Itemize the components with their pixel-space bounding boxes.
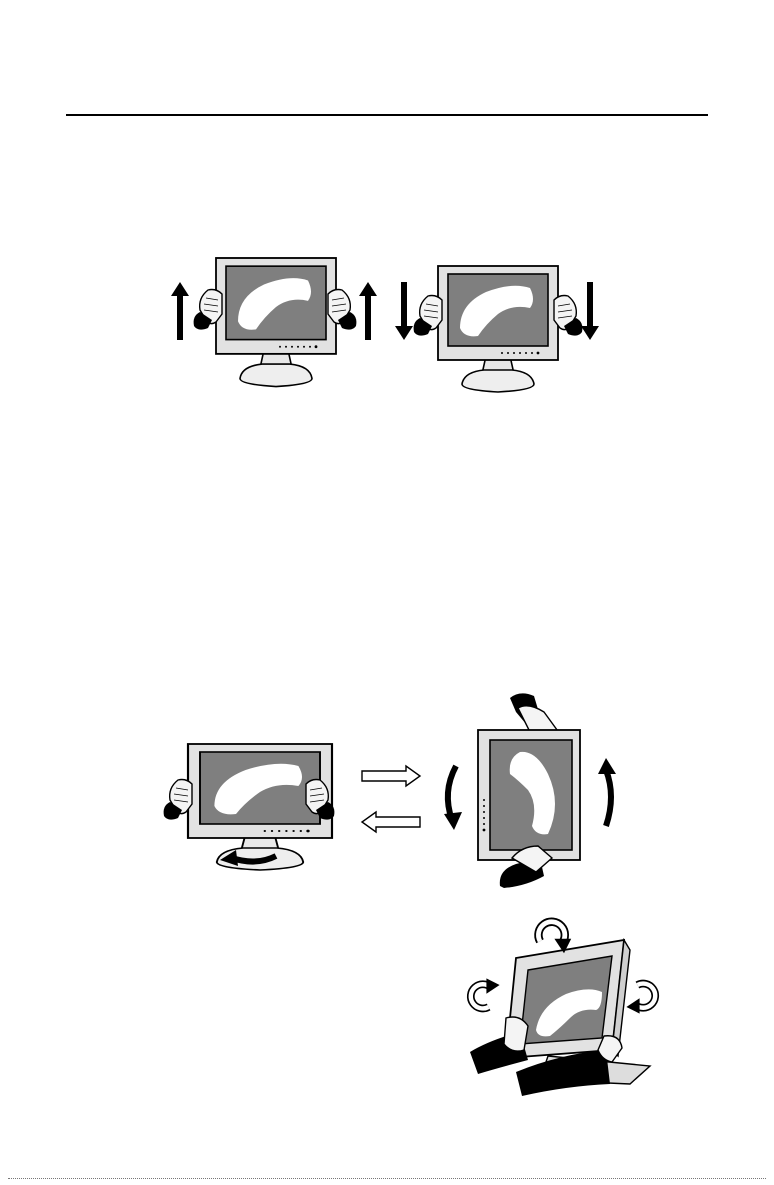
figure-raise — [171, 258, 377, 387]
figure-swivel — [164, 744, 335, 870]
down-arrow-icon — [395, 282, 413, 340]
up-arrow-icon — [171, 282, 189, 340]
pivot-arrow-left — [448, 766, 456, 820]
right-arrow-icon — [362, 766, 420, 786]
rotate-arrow-icon — [626, 984, 655, 1014]
down-arrow-icon — [581, 282, 599, 340]
rotate-arrow-icon — [471, 978, 500, 1008]
monitor-lowered — [438, 266, 558, 392]
pivot-arrow-right — [606, 770, 611, 826]
left-arrow-icon — [362, 812, 420, 832]
figure-lower — [395, 266, 599, 392]
page-cut-line — [8, 1178, 766, 1179]
figure-pivot — [444, 693, 616, 888]
figure-tilt — [470, 922, 655, 1096]
monitor-raised — [216, 258, 336, 387]
up-arrow-icon — [359, 282, 377, 340]
rotate-arrow-icon — [538, 922, 571, 953]
